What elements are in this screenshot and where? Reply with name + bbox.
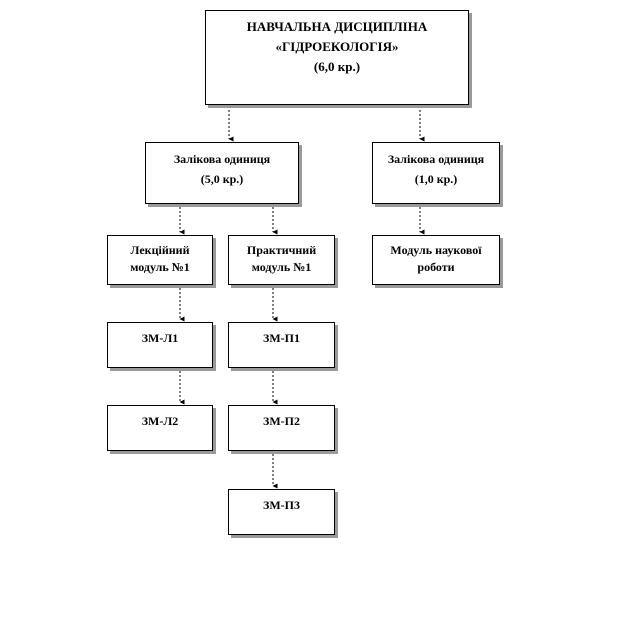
lecture-module-label: Лекційний [130, 243, 190, 257]
research-module-label: Модуль наукової [390, 243, 482, 257]
lecture-module-number: модуль №1 [130, 260, 190, 274]
discipline-label: НАВЧАЛЬНА ДИСЦИПЛІНА [246, 19, 428, 34]
discipline-title: «ГІДРОЕКОЛОГІЯ» [275, 39, 399, 54]
content-module-box-l2: ЗМ-Л2 [107, 405, 213, 451]
practical-module-box: Практичний модуль №1 [228, 235, 335, 285]
practical-module-label: Практичний [246, 243, 317, 257]
content-module-box-p1: ЗМ-П1 [228, 322, 335, 368]
discipline-box: НАВЧАЛЬНА ДИСЦИПЛІНА «ГІДРОЕКОЛОГІЯ» (6,… [205, 10, 469, 105]
content-module-box-p2: ЗМ-П2 [228, 405, 335, 451]
credit-unit-credits: (1,0 кр.) [414, 172, 458, 186]
credit-unit-box-2: Залікова одиниця (1,0 кр.) [372, 142, 500, 204]
practical-module-number: модуль №1 [251, 260, 312, 274]
credit-unit-credits: (5,0 кр.) [200, 172, 244, 186]
credit-unit-label: Залікова одиниця [387, 152, 485, 166]
credit-unit-box-1: Залікова одиниця (5,0 кр.) [145, 142, 299, 204]
research-module-label-2: роботи [417, 260, 455, 274]
discipline-credits: (6,0 кр.) [313, 59, 361, 74]
content-module-box-l1: ЗМ-Л1 [107, 322, 213, 368]
content-module-label: ЗМ-П2 [263, 414, 300, 428]
credit-unit-label: Залікова одиниця [173, 152, 271, 166]
content-module-label: ЗМ-Л2 [141, 414, 179, 428]
content-module-label: ЗМ-П3 [263, 498, 300, 512]
content-module-label: ЗМ-Л1 [141, 331, 179, 345]
content-module-label: ЗМ-П1 [263, 331, 300, 345]
lecture-module-box: Лекційний модуль №1 [107, 235, 213, 285]
research-module-box: Модуль наукової роботи [372, 235, 500, 285]
content-module-box-p3: ЗМ-П3 [228, 489, 335, 535]
